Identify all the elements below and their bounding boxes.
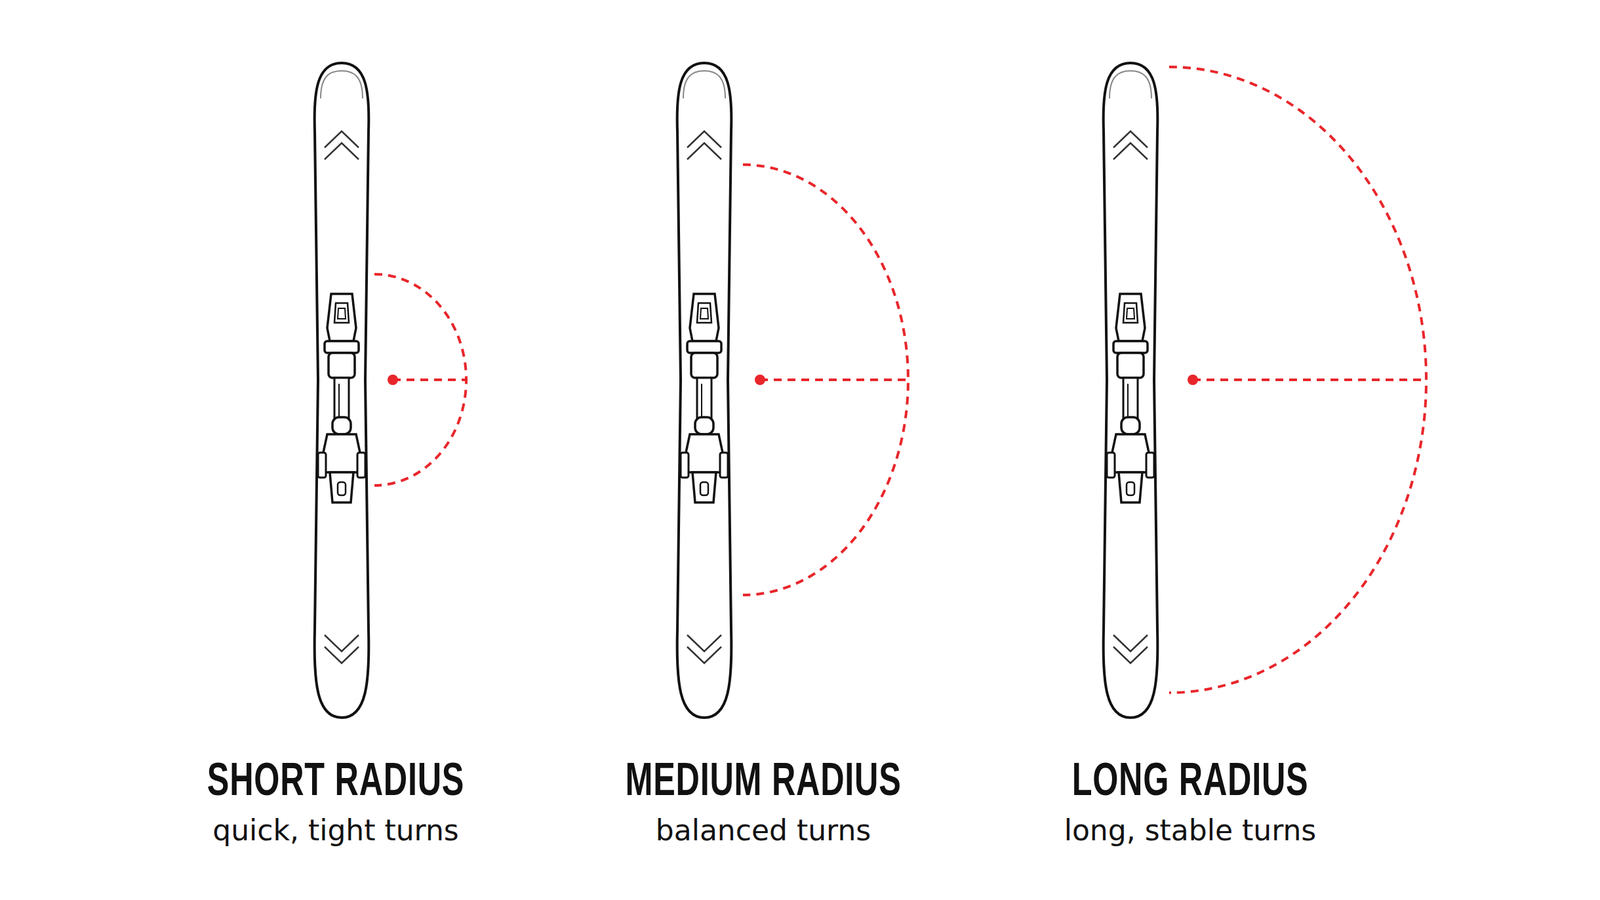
radius-center	[387, 374, 399, 385]
radius-arc	[742, 164, 909, 595]
radius-heading: SHORT RADIUS	[207, 752, 465, 806]
turn-description: balanced turns	[655, 813, 871, 847]
ski-medium	[677, 62, 732, 718]
turn-description: quick, tight turns	[212, 813, 459, 847]
radius-center	[1187, 374, 1199, 385]
radius-line	[392, 378, 467, 381]
turn-description: long, stable turns	[1064, 813, 1317, 847]
radius-center	[754, 374, 766, 385]
radius-arc	[374, 274, 467, 486]
radius-line	[760, 378, 909, 381]
radius-heading: MEDIUM RADIUS	[625, 752, 902, 806]
radius-arc	[1169, 66, 1427, 693]
ski-long	[1103, 62, 1159, 718]
ski-short	[314, 62, 370, 718]
radius-line	[1192, 378, 1427, 381]
radius-heading: LONG RADIUS	[1072, 752, 1309, 806]
